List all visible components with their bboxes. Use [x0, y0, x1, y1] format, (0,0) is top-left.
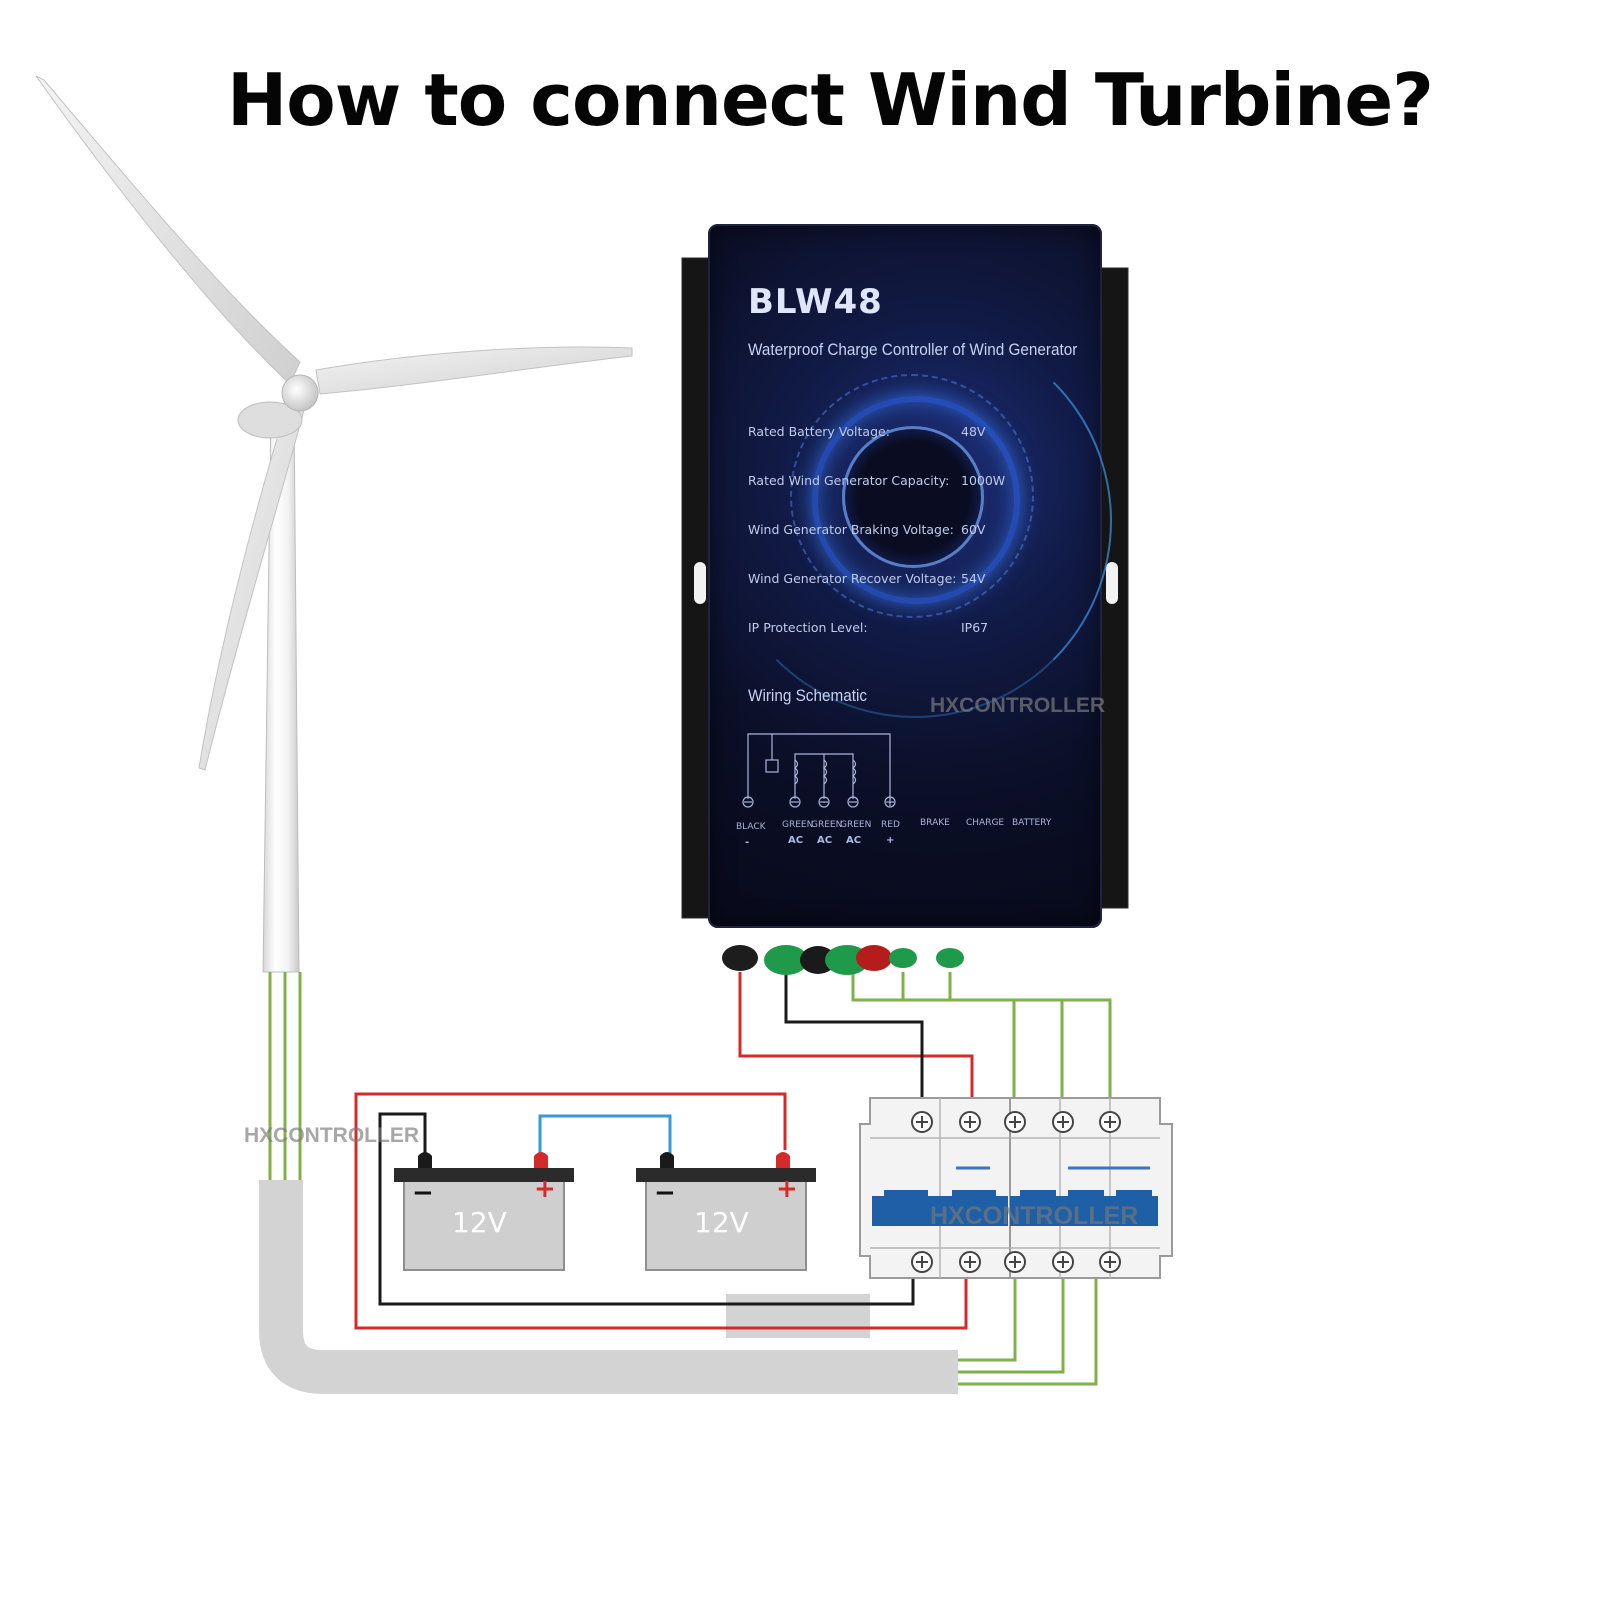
indicator-battery: BATTERY: [1012, 818, 1052, 828]
terminal-label: RED: [881, 820, 900, 830]
turbine-blade-1: [35, 75, 301, 385]
spec-value: 1000W: [961, 473, 1006, 488]
charge-controller: BLW48 Waterproof Charge Controller of Wi…: [708, 224, 1112, 928]
conduit-sleeve: [726, 1294, 870, 1338]
controller-subtitle: Waterproof Charge Controller of Wind Gen…: [748, 340, 1078, 359]
ac-breaker: [1004, 1097, 1173, 1279]
wind-turbine: [35, 75, 633, 973]
cable-glands: [722, 945, 964, 975]
battery-2-positive: +: [776, 1174, 798, 1204]
turbine-nacelle: [237, 401, 303, 439]
cable-conduit: [259, 1180, 958, 1394]
watermark-left: HXCONTROLLER: [244, 1124, 419, 1147]
terminal-label: GREEN: [811, 820, 843, 830]
indicator-brake: BRAKE: [920, 818, 950, 828]
conduit-to-breaker-wires: [958, 1275, 1098, 1386]
controller-model: BLW48: [748, 282, 883, 322]
spec-label: Wind Generator Recover Voltage:: [748, 571, 957, 586]
breaker-terminal-marks: [916, 1116, 1116, 1268]
terminal-sub: AC: [817, 835, 833, 846]
terminal-sub: -: [745, 837, 750, 848]
spec-label: Wind Generator Braking Voltage:: [748, 522, 954, 537]
dc-breaker: [859, 1097, 1011, 1279]
spec-label: IP Protection Level:: [748, 620, 868, 635]
indicator-charge: CHARGE: [966, 818, 1005, 828]
battery-wires: [354, 1092, 968, 1330]
battery-1: [394, 1152, 574, 1271]
turbine-blade-2: [315, 346, 633, 395]
battery-2: [636, 1152, 816, 1271]
terminal-sub: +: [886, 835, 895, 846]
battery-2-negative: −: [654, 1178, 676, 1208]
turbine-hub: [281, 374, 319, 412]
battery-1-positive: +: [534, 1174, 556, 1204]
red-wire-battery: [354, 1092, 968, 1330]
terminal-label: BLACK: [736, 822, 766, 832]
schematic-drawing: [742, 733, 896, 808]
spec-value: 60V: [961, 522, 986, 537]
controller-watermark: HXCONTROLLER: [930, 694, 1105, 717]
battery-1-voltage: 12V: [452, 1206, 507, 1239]
battery-2-voltage: 12V: [694, 1206, 749, 1239]
red-wire-top: [738, 972, 974, 1110]
terminal-label: GREEN: [782, 820, 814, 830]
wiring-schematic-title: Wiring Schematic: [748, 686, 868, 705]
blue-series-link: [538, 1114, 672, 1158]
watermark-breaker: HXCONTROLLER: [930, 1202, 1139, 1230]
green-wire-top: [851, 972, 1112, 1110]
controller-to-breaker-wires: [738, 972, 1112, 1110]
black-wire-battery: [378, 1112, 915, 1306]
terminal-sub: AC: [846, 835, 862, 846]
controller-mount: [681, 257, 1129, 919]
arc-decoration: [718, 324, 1112, 718]
spec-value: 54V: [961, 571, 986, 586]
terminal-sub: AC: [788, 835, 804, 846]
turbine-ac-wires: [268, 972, 302, 1180]
battery-1-negative: −: [412, 1178, 434, 1208]
page-title: How to connect Wind Turbine?: [227, 58, 1434, 142]
spec-label: Rated Wind Generator Capacity:: [748, 473, 950, 488]
spec-value: IP67: [961, 620, 989, 635]
black-wire-top: [784, 972, 924, 1110]
spec-label: Rated Battery Voltage:: [748, 424, 890, 439]
spec-value: 48V: [961, 424, 986, 439]
turbine-blade-3: [198, 401, 305, 771]
terminal-label: GREEN: [840, 820, 872, 830]
